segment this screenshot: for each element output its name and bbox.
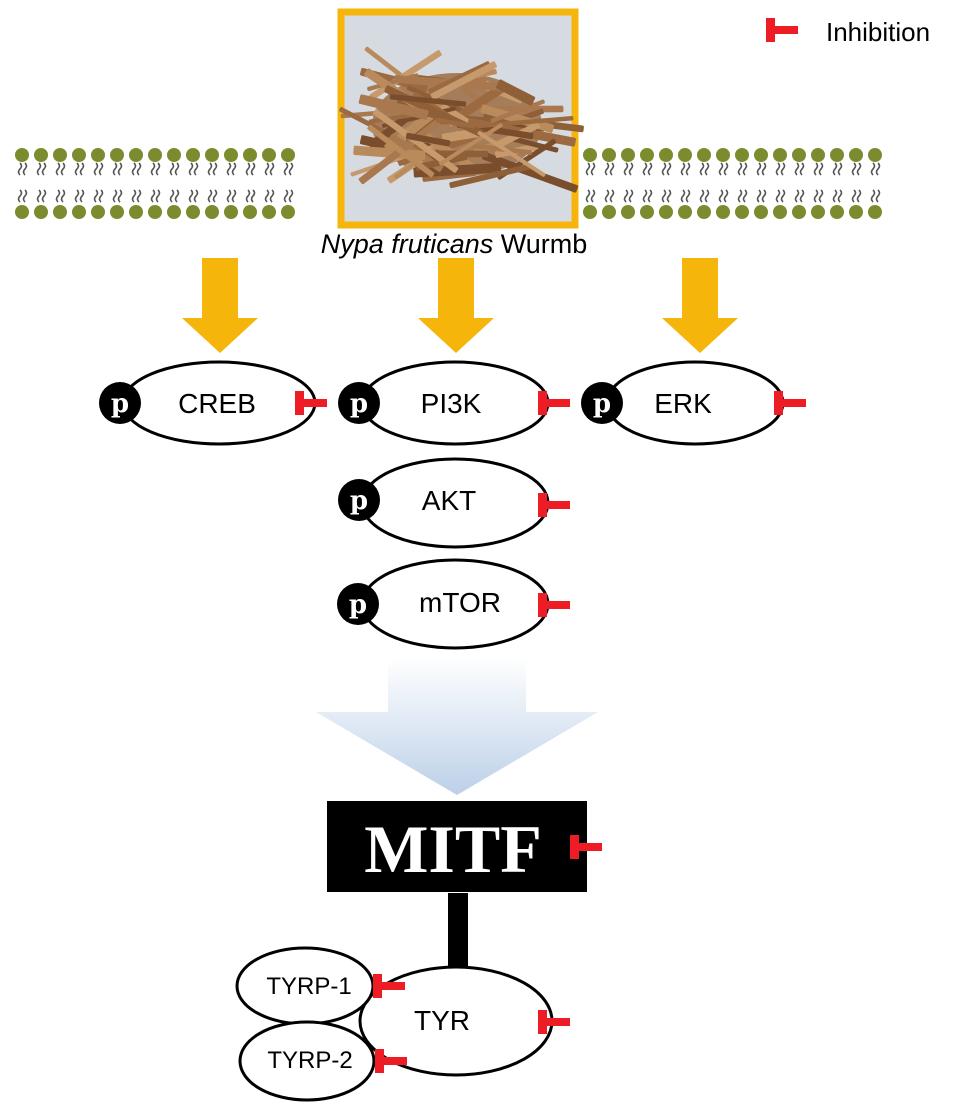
node-tyrp-1: TYRP-1 xyxy=(235,946,405,1026)
lipid xyxy=(167,148,181,219)
inhibition-mark-tyrp2 xyxy=(375,1049,407,1073)
dried-plant-chips-image xyxy=(339,46,584,193)
lipid xyxy=(148,148,162,219)
lipid xyxy=(583,148,597,219)
lipid xyxy=(205,148,219,219)
svg-text:p: p xyxy=(111,389,129,419)
lipid xyxy=(792,148,806,219)
nypa-fruticans-photo xyxy=(337,8,584,229)
lipid xyxy=(53,148,67,219)
mtor-label: mTOR xyxy=(419,587,501,618)
lipid xyxy=(91,148,105,219)
inhibition-mark-mitf xyxy=(570,835,602,859)
svg-text:p: p xyxy=(350,486,368,516)
lipid xyxy=(129,148,143,219)
lipid xyxy=(659,148,673,219)
node-creb: CREB p xyxy=(99,360,327,446)
inhibition-mark-creb xyxy=(295,391,327,415)
lipid xyxy=(754,148,768,219)
node-akt: AKT p xyxy=(338,457,570,549)
lipid xyxy=(868,148,882,219)
arrow-to-erk xyxy=(662,258,738,353)
node-tyrp-2: TYRP-2 xyxy=(238,1020,407,1102)
node-tyr: TYR xyxy=(358,965,570,1077)
lipid xyxy=(716,148,730,219)
lipid xyxy=(830,148,844,219)
inhibition-mark-tyr xyxy=(538,1010,570,1034)
lipid xyxy=(34,148,48,219)
node-pi3k: PI3K p xyxy=(338,360,570,446)
inhibition-mark-erk xyxy=(774,391,806,415)
legend-label: Inhibition xyxy=(826,17,930,47)
svg-text:p: p xyxy=(350,389,368,419)
lipid xyxy=(262,148,276,219)
node-mtor: mTOR p xyxy=(337,558,570,650)
extract-name: Nypa fruticans Wurmb xyxy=(321,229,588,259)
inhibition-mark-mtor xyxy=(538,593,570,617)
lipid xyxy=(773,148,787,219)
arrow-to-creb xyxy=(182,258,258,353)
mitf-to-tyr-connector xyxy=(448,893,468,972)
akt-label: AKT xyxy=(422,485,476,516)
lipid xyxy=(735,148,749,219)
inhibition-mark-pi3k xyxy=(538,391,570,415)
tyrp1-label: TYRP-1 xyxy=(266,973,351,1000)
pi3k-label: PI3K xyxy=(421,388,482,419)
lipid xyxy=(849,148,863,219)
inhibition-legend-icon xyxy=(766,18,798,42)
erk-label: ERK xyxy=(654,388,712,419)
creb-label: CREB xyxy=(178,388,256,419)
lipid xyxy=(811,148,825,219)
cell-membrane-left xyxy=(15,148,295,219)
pathway-arrow-to-mitf xyxy=(316,658,598,795)
phospho-badge-mtor: p xyxy=(337,583,379,625)
legend: Inhibition xyxy=(766,17,930,47)
phospho-badge-akt: p xyxy=(338,479,380,521)
tyr-label: TYR xyxy=(414,1005,470,1036)
svg-text:p: p xyxy=(593,389,611,419)
lipid xyxy=(186,148,200,219)
lipid xyxy=(72,148,86,219)
node-mitf: MITF xyxy=(327,801,602,892)
lipid xyxy=(621,148,635,219)
phospho-badge-creb: p xyxy=(99,382,141,424)
arrow-to-pi3k xyxy=(418,258,494,353)
cell-membrane-right xyxy=(583,148,882,219)
lipid xyxy=(224,148,238,219)
lipid xyxy=(281,148,295,219)
tyrp2-label: TYRP-2 xyxy=(267,1047,352,1074)
lipid xyxy=(243,148,257,219)
phospho-badge-pi3k: p xyxy=(338,382,380,424)
node-erk: ERK p xyxy=(581,360,806,446)
lipid xyxy=(15,148,29,219)
mitf-label: MITF xyxy=(364,811,542,887)
svg-text:p: p xyxy=(349,590,367,620)
lipid xyxy=(602,148,616,219)
lipid xyxy=(697,148,711,219)
inhibition-mark-tyrp1 xyxy=(373,974,405,998)
lipid xyxy=(110,148,124,219)
lipid xyxy=(640,148,654,219)
lipid xyxy=(678,148,692,219)
phospho-badge-erk: p xyxy=(581,382,623,424)
inhibition-mark-akt xyxy=(538,493,570,517)
